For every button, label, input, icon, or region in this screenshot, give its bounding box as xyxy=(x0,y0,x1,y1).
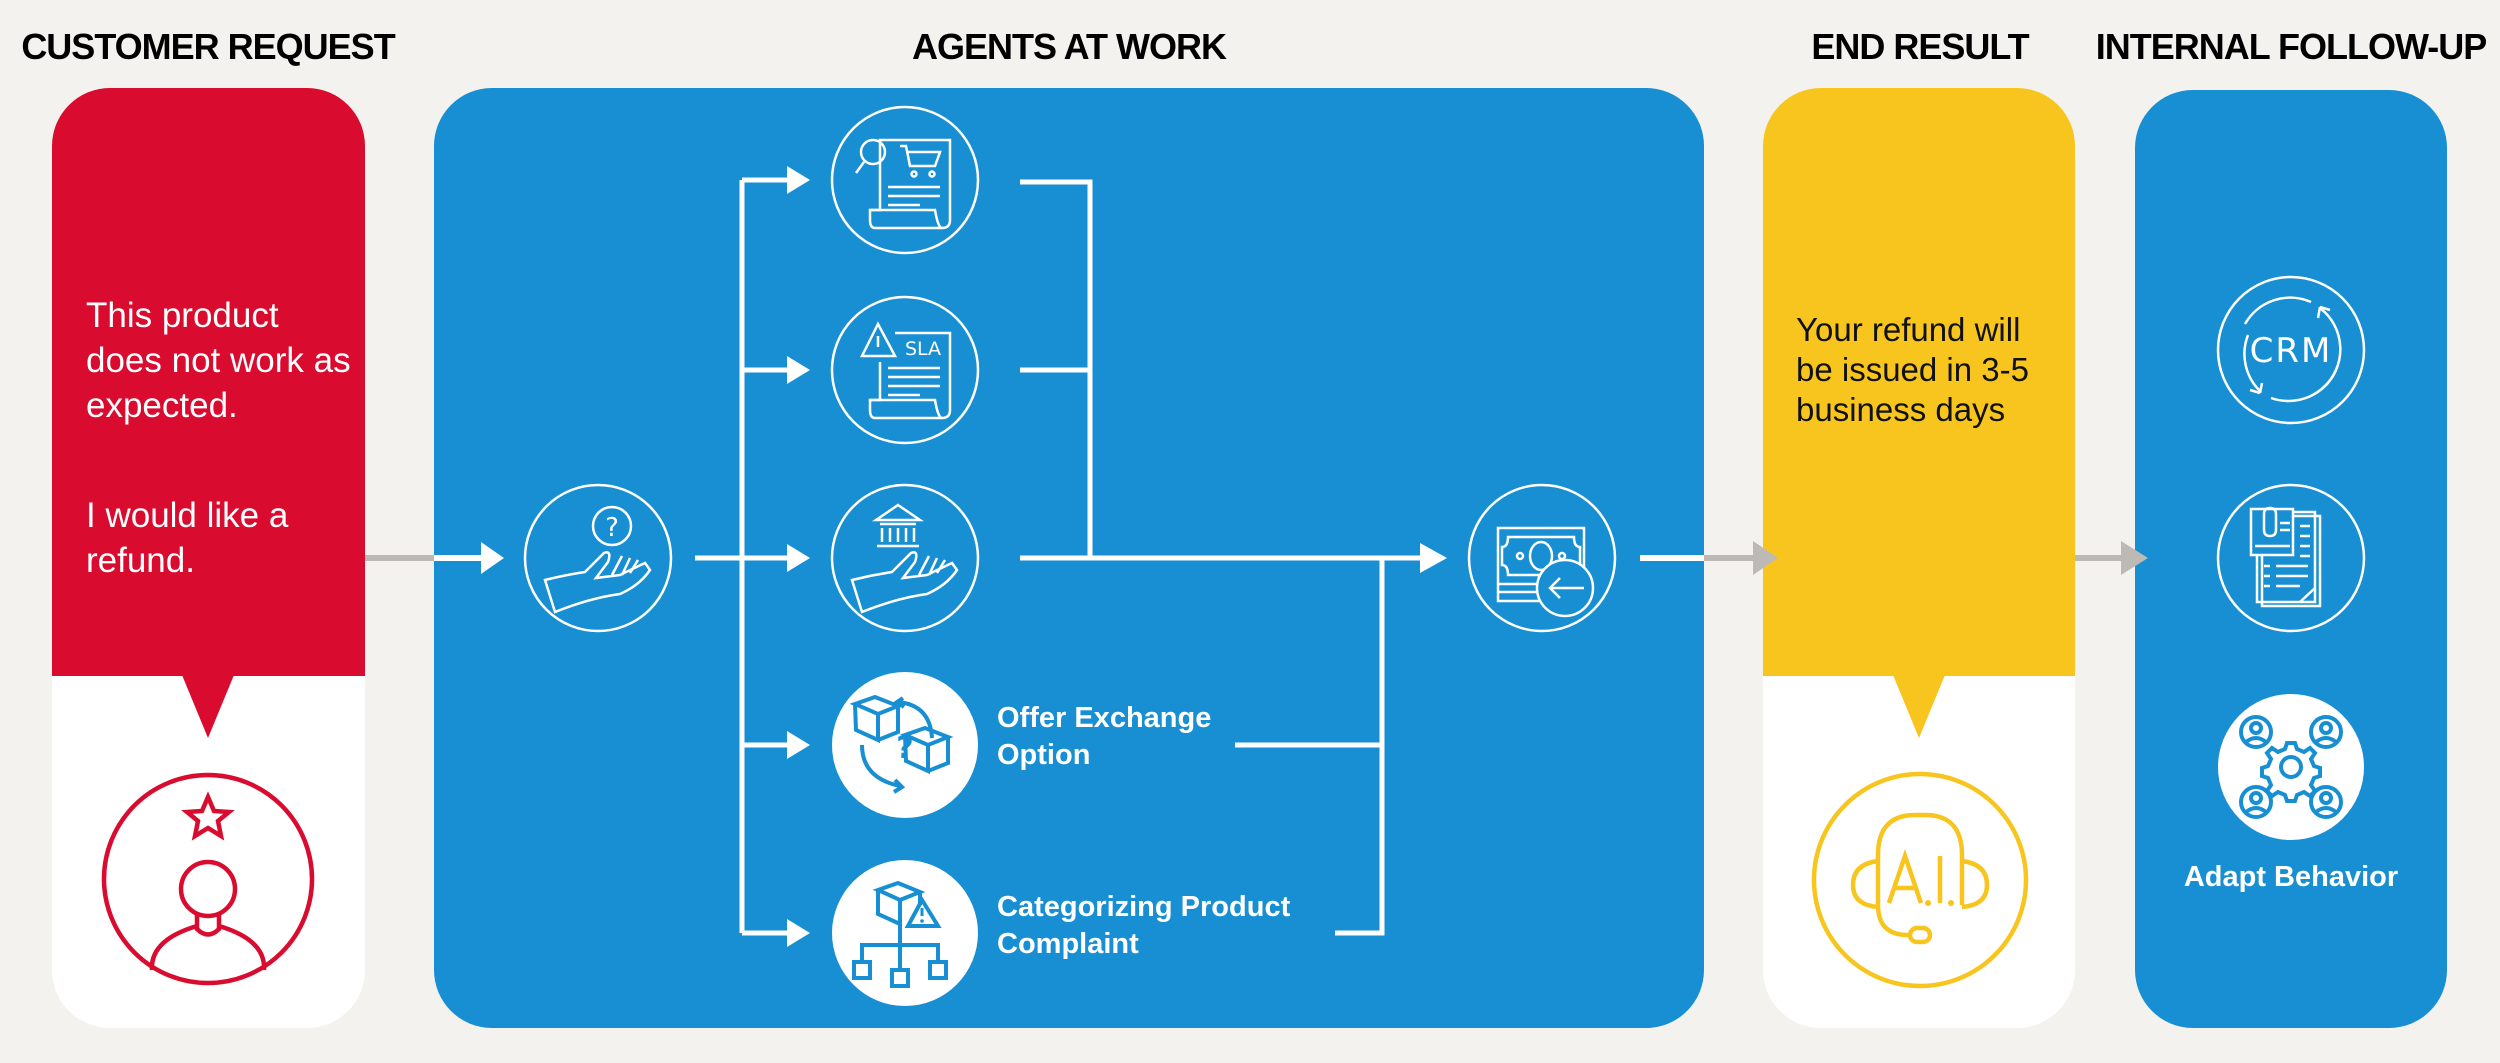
header-agents-at-work: AGENTS AT WORK xyxy=(912,26,1227,67)
header-customer-request: CUSTOMER REQUEST xyxy=(21,26,395,67)
svg-text:?: ? xyxy=(605,513,619,543)
label-line: Complaint xyxy=(997,928,1139,960)
sla-check-icon: SLA xyxy=(830,295,980,445)
end-result-bubble xyxy=(1763,88,2075,676)
customer-message: This product does not work as expected. … xyxy=(86,248,356,648)
customer-message-line-1: This product does not work as expected. xyxy=(86,296,351,425)
collector-connectors xyxy=(1020,179,1425,936)
merge-arrowhead xyxy=(1420,543,1447,573)
follow-up-panel xyxy=(2135,90,2447,1028)
documents-icon xyxy=(2216,483,2366,633)
question-hand-icon: ? xyxy=(523,483,673,633)
distribution-arrowheads xyxy=(787,166,810,947)
bubble-pointer xyxy=(182,675,234,738)
customer-message-line-2: I would like a refund. xyxy=(86,496,289,580)
distribution-connectors xyxy=(695,177,790,936)
step-label-categorizing-complaint: Categorizing Product Complaint xyxy=(997,889,1290,963)
label-line: Categorizing Product xyxy=(997,891,1291,923)
adapt-behavior-icon xyxy=(2218,694,2364,840)
bubble-pointer xyxy=(1893,675,1945,738)
follow-up-label-adapt-behavior: Adapt Behavior xyxy=(2183,861,2399,893)
header-end-result: END RESULT xyxy=(1811,26,2029,67)
exchange-icon: ? xyxy=(832,672,978,818)
header-internal-follow-up: INTERNAL FOLLOW-UP xyxy=(2095,26,2488,67)
end-result-message: Your refund will be issued in 3-5 busine… xyxy=(1796,311,2029,428)
svg-text:CRM: CRM xyxy=(2250,331,2333,371)
end-result-card xyxy=(1763,88,2075,1028)
svg-text:?: ? xyxy=(896,731,913,766)
categorize-complaint-icon xyxy=(832,860,978,1006)
label-line: Option xyxy=(997,739,1091,771)
ai-headset-icon xyxy=(1811,771,2029,989)
order-lookup-icon xyxy=(830,105,980,255)
arrow-agents-to-result xyxy=(1640,541,1778,575)
step-label-offer-exchange: Offer Exchange Option xyxy=(997,700,1211,774)
customer-star-icon xyxy=(101,772,315,986)
label-line: Offer Exchange xyxy=(997,702,1212,734)
arrow-customer-to-agents xyxy=(365,542,504,574)
refund-money-icon xyxy=(1467,483,1617,633)
crm-sync-icon: CRM xyxy=(2216,275,2366,425)
arrow-result-to-follow-up xyxy=(2075,541,2148,575)
svg-text:SLA: SLA xyxy=(905,338,941,360)
refund-policy-icon xyxy=(830,483,980,633)
customer-message-bubble xyxy=(52,88,365,676)
